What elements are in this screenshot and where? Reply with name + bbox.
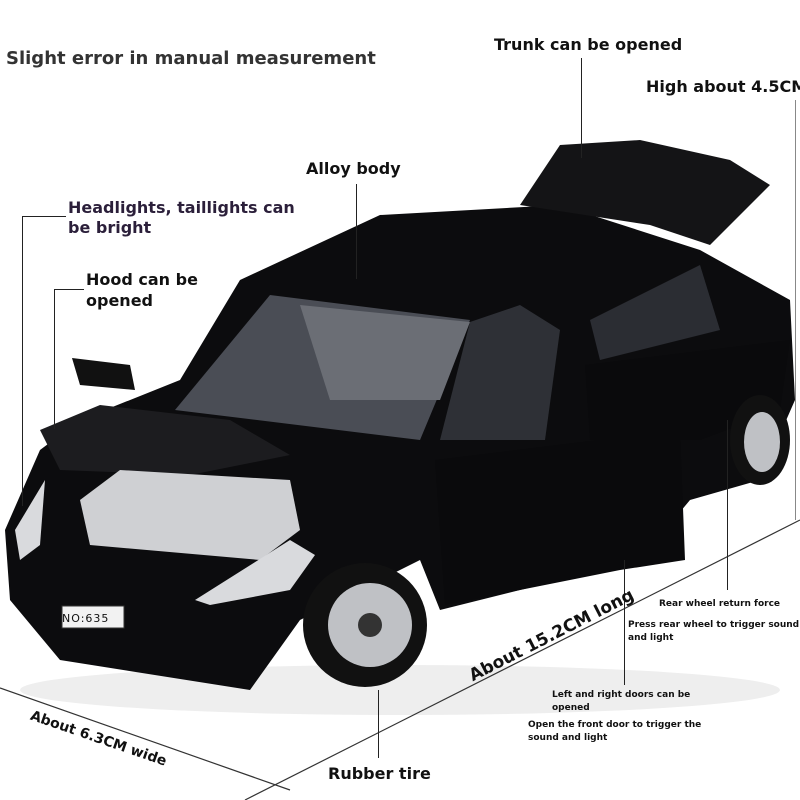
rear-wheel-force-label: Rear wheel return force bbox=[659, 599, 781, 609]
rear-wheel-sound-label: Press rear wheel to trigger sound and li… bbox=[628, 620, 800, 643]
height-line bbox=[795, 100, 796, 520]
trunk-label: Trunk can be opened bbox=[494, 35, 683, 54]
tire-label: Rubber tire bbox=[328, 764, 431, 783]
tire-leader bbox=[378, 690, 379, 758]
lights-label-1: Headlights, taillights can bbox=[68, 198, 295, 217]
alloy-body-label: Alloy body bbox=[306, 159, 401, 178]
lights-leader-v bbox=[22, 216, 23, 506]
rear-wheel-leader bbox=[727, 420, 728, 590]
front-door-sound-label: Open the front door to trigger the sound… bbox=[528, 720, 702, 743]
hood-leader-v bbox=[54, 289, 55, 429]
trunk-leader-line bbox=[581, 58, 582, 158]
height-label: High about 4.5CM bbox=[646, 77, 800, 96]
measurement-note: Slight error in manual measurement bbox=[6, 48, 376, 69]
lights-leader-h bbox=[22, 216, 66, 217]
doors-label: Left and right doors can be opened bbox=[552, 690, 691, 713]
lights-label-2: be bright bbox=[68, 218, 152, 237]
hood-label-1: Hood can be bbox=[86, 270, 198, 289]
alloy-leader-line bbox=[356, 184, 357, 279]
license-plate: NO:635 bbox=[62, 612, 110, 625]
doors-leader bbox=[624, 560, 625, 685]
hood-label-2: opened bbox=[86, 291, 153, 310]
hood-leader-h bbox=[54, 289, 84, 290]
